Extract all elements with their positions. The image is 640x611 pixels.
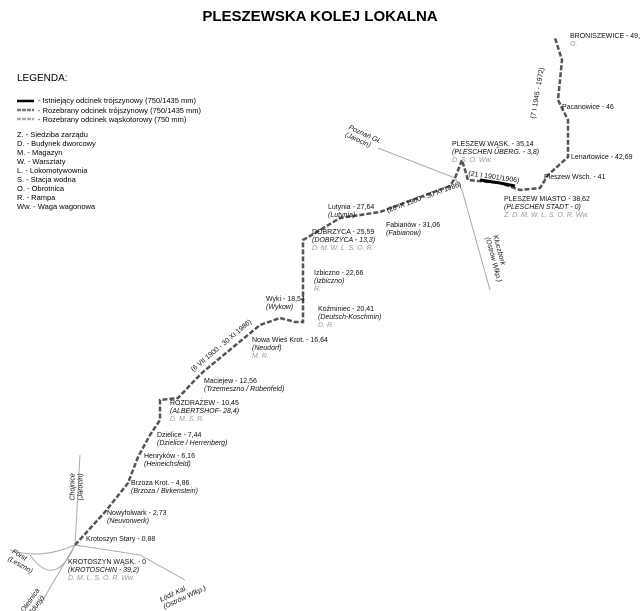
legend-lines: - Istniejący odcinek trójszynowy (750/14… [38,96,201,125]
track-narrow [74,37,570,546]
legend-abbrev-item: D. - Budynek dworcowy [17,139,96,148]
legend-line-label: - Rozebrany odcinek wąskotorowy (750 mm) [38,115,187,124]
station-henrykow: Henryków - 6,16(Heineichsfeld) [144,453,195,468]
legend-abbrev-item: L. - Lokomotywownia [17,166,88,175]
line-chojnice [74,454,81,546]
legend-line-label: - Rozebrany odcinek trójszynowy (750/143… [38,105,201,115]
legend-abbrev: Z. - Siedziba zarządu D. - Budynek dworc… [17,130,96,211]
legend-abbrev-item: Z. - Siedziba zarządu [17,130,88,139]
station-pleszew-wask: PLESZEW WĄSK. - 35,14(PLESCHEN ÜBERG. - … [452,141,540,164]
station-brzoza: Brzoza Krot. - 4,86(Brzoza / Birkenstein… [131,480,198,495]
line-lodz [74,544,186,581]
station-nowyfolwark: Nowyfolwark - 2,73(Neuvorwerk) [107,510,167,525]
legend-abbrev-item: M. - Magazyn [17,148,63,157]
legend-abbrev-item: R. - Rampa [17,193,56,202]
station-wyki: Wyki - 18,54(Wykow) [266,296,305,311]
legend-abbrev-item: Ww. - Waga wagonowa [17,202,96,211]
line-forst [9,544,76,555]
legend-abbrev-item: S. - Stacja wodna [17,175,76,184]
station-fabianow: Fabianów - 31,06(Fabianow) [386,222,441,237]
station-lutynia: Lutynia - 27,64(Lutynia) [328,204,375,219]
connection-chojnice: Chojnice (Jarocin) [69,473,85,501]
station-dzielice: Dzielice - 7,44(Dzielice / Herrenberg) [157,432,228,447]
line-poznan [377,147,491,291]
station-dobrzyca: DOBRZYCA - 25,59(DOBRZYCA - 13,3)D. M. W… [312,229,376,252]
station-pleszew-wsch: Pleszew Wsch. - 41 [544,174,606,181]
station-krotoszyn-wask: KROTOSZYN WĄSK. - 0(KROTOSCHIN - 39,2)D.… [68,559,147,582]
station-nowa-wies: Nowa Wieś Krot. - 16,64(Neudorf)M. R. [252,337,328,360]
map-title: PLESZEWSKA KOLEJ LOKALNA [202,8,438,25]
line-olesnica [39,544,76,606]
legend-heading: LEGENDA: [17,73,68,84]
station-lenartowice: Lenartowice - 42,69 [571,154,633,161]
line-forst-2 [29,544,76,571]
station-broniszewice: BRONISZEWICE - 49,50O. [570,33,640,48]
station-izbiczno: Izbiczno - 22,66(Izbiczno)R. [314,270,364,293]
station-rozdrazew: ROZDRAŻEW - 10,45(ALBERTSHOF- 28,4)D. M.… [170,400,240,423]
track-existing [479,178,516,188]
station-pleszew-miasto: PLESZEW MIASTO - 38,62(PLESCHEN STADT - … [504,196,590,219]
station-krotoszyn-stary: Krotoszyn Stary - 0,88 [86,536,156,543]
station-kozminiec: Koźminiec - 20,41(Deutsch-Koschmin)D. R. [318,306,382,329]
legend-line-label: - Istniejący odcinek trójszynowy (750/14… [38,96,196,105]
station-pacanowice: Pacanowice - 46 [562,104,614,111]
station-maciejew: Maciejew - 12,56(Trzemeszno / Rübenfeld) [204,378,285,393]
legend-abbrev-item: W. - Warsztaty [17,157,66,166]
legend-abbrev-item: O. - Obrotnica [17,184,65,193]
